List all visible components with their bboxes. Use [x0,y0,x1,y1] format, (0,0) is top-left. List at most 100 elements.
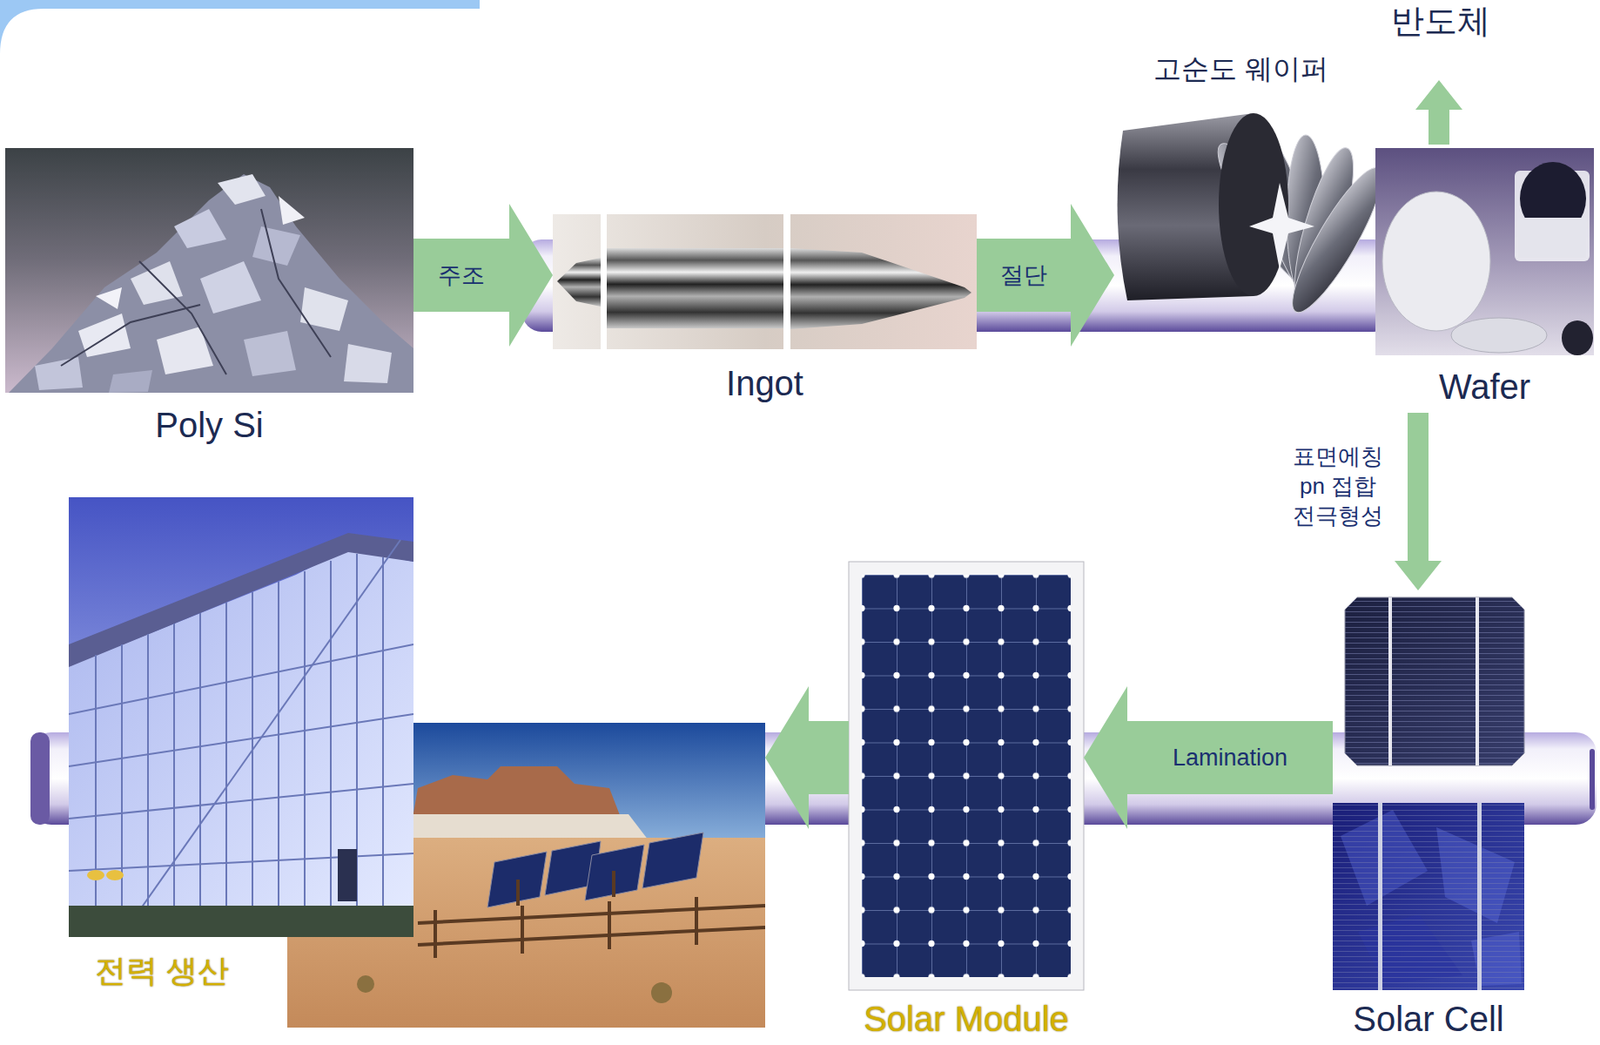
solar-cell-photo [1475,597,1479,766]
building-photo [68,713,414,767]
building-photo [251,591,254,923]
building-photo [277,581,280,923]
edge-label-box: Lamination [1169,743,1291,772]
poly-si-photo [130,261,183,305]
solar-cell-photo [1378,802,1383,990]
wafer-photo [1382,191,1491,331]
wafer-photo [1375,147,1594,356]
desert-photo [584,844,645,901]
solar-module-photo [861,574,1071,977]
solar-cell-photo [1344,597,1525,766]
desert-photo [642,832,704,888]
image-panel: Poly Si [5,147,414,444]
poly-si-photo [5,147,414,393]
desert-photo [433,909,437,958]
wafer-photo [1561,320,1594,356]
poly-si-photo [60,304,201,366]
image-panel: Solar Cell [1332,597,1525,1038]
solar-cell-photo [1332,802,1525,990]
building-photo [225,602,228,923]
wafer-slicing-photo [1117,113,1396,322]
building-photo [68,853,414,871]
image-caption: 반도체 [1391,3,1491,41]
edge-label: 표면에칭 pn 접합 전극형성 [1286,442,1390,531]
desert-photo [356,974,375,993]
poly-si-photo [8,174,414,393]
image-panel: 반도체 [1384,3,1498,77]
solar-cell-photo [1388,597,1392,766]
building-photo [68,644,414,714]
poly-si-photo [34,356,83,390]
building-photo [173,623,175,923]
building-photo [130,539,401,923]
flow-arrow [413,203,553,347]
poly-si-photo [343,343,392,384]
wafer-photo [1375,147,1594,356]
desert-photo [607,900,612,949]
building-photo [68,497,414,937]
desert-photo [611,870,616,897]
image-panel: 전력 생산 [68,497,766,1028]
edge-label-box: 절단 [996,261,1051,290]
edge-label: 주조 [434,261,489,290]
desert-photo [651,981,673,1003]
building-photo [68,905,414,937]
building-photo [106,869,124,881]
flow-arrow [765,685,849,829]
solar-cell-photo [1332,597,1525,990]
flow-arrow [1394,412,1442,591]
edge-label: Lamination [1169,743,1291,772]
image-caption: 전력 생산 [94,953,229,989]
building-photo [68,532,414,667]
image-caption: Wafer [1438,367,1531,406]
image-panel: Solar Module [848,561,1084,1038]
solar-module-photo [848,561,1084,990]
poly-si-photo [217,174,266,205]
image-panel: Ingot [552,214,977,403]
flow-arrow [1415,80,1463,145]
building-photo [303,571,306,923]
building-photo [68,539,414,923]
solar-module-photo [848,561,1084,990]
corner-decoration [0,0,480,54]
desert-photo [520,905,525,954]
image-caption: Poly Si [154,405,264,444]
image-panel: 고순도 웨이퍼 [1114,53,1368,347]
poly-si-photo [261,208,331,357]
poly-si-photo [278,195,305,225]
edge-label-box: 주조 [434,261,489,290]
poly-si-photo [174,208,227,249]
poly-si-photo [156,326,214,375]
solar-cell-photo [1332,802,1525,990]
desert-photo [694,896,699,945]
poly-si-photo [5,147,414,393]
desert-photo [487,851,547,908]
ingot-photo [783,214,791,350]
image-caption: Solar Cell [1352,999,1504,1038]
poly-si-photo [300,287,349,331]
poly-si-photo [252,226,301,266]
pipe [1589,748,1595,810]
building-photo [68,783,414,819]
building-photo [329,560,332,923]
image-caption: 고순도 웨이퍼 [1153,53,1329,85]
image-caption: Solar Module [863,999,1069,1038]
building-photo [199,612,202,923]
image-panel: Wafer [1375,147,1594,406]
building-photo [87,869,105,881]
building-photo [68,548,414,923]
desert-photo [417,905,766,923]
ingot-photo [600,214,607,350]
desert-photo [417,870,766,958]
poly-si-photo [139,261,227,375]
solar-cell-photo [1477,802,1482,990]
building-photo [94,654,97,923]
building-photo [382,557,384,923]
flow-arrow [1083,685,1333,829]
desert-photo [417,927,766,945]
wafer-photo [1451,317,1547,353]
poly-si-photo [200,261,262,314]
ingot-photo [552,214,977,350]
wafer-photo [1518,217,1587,258]
